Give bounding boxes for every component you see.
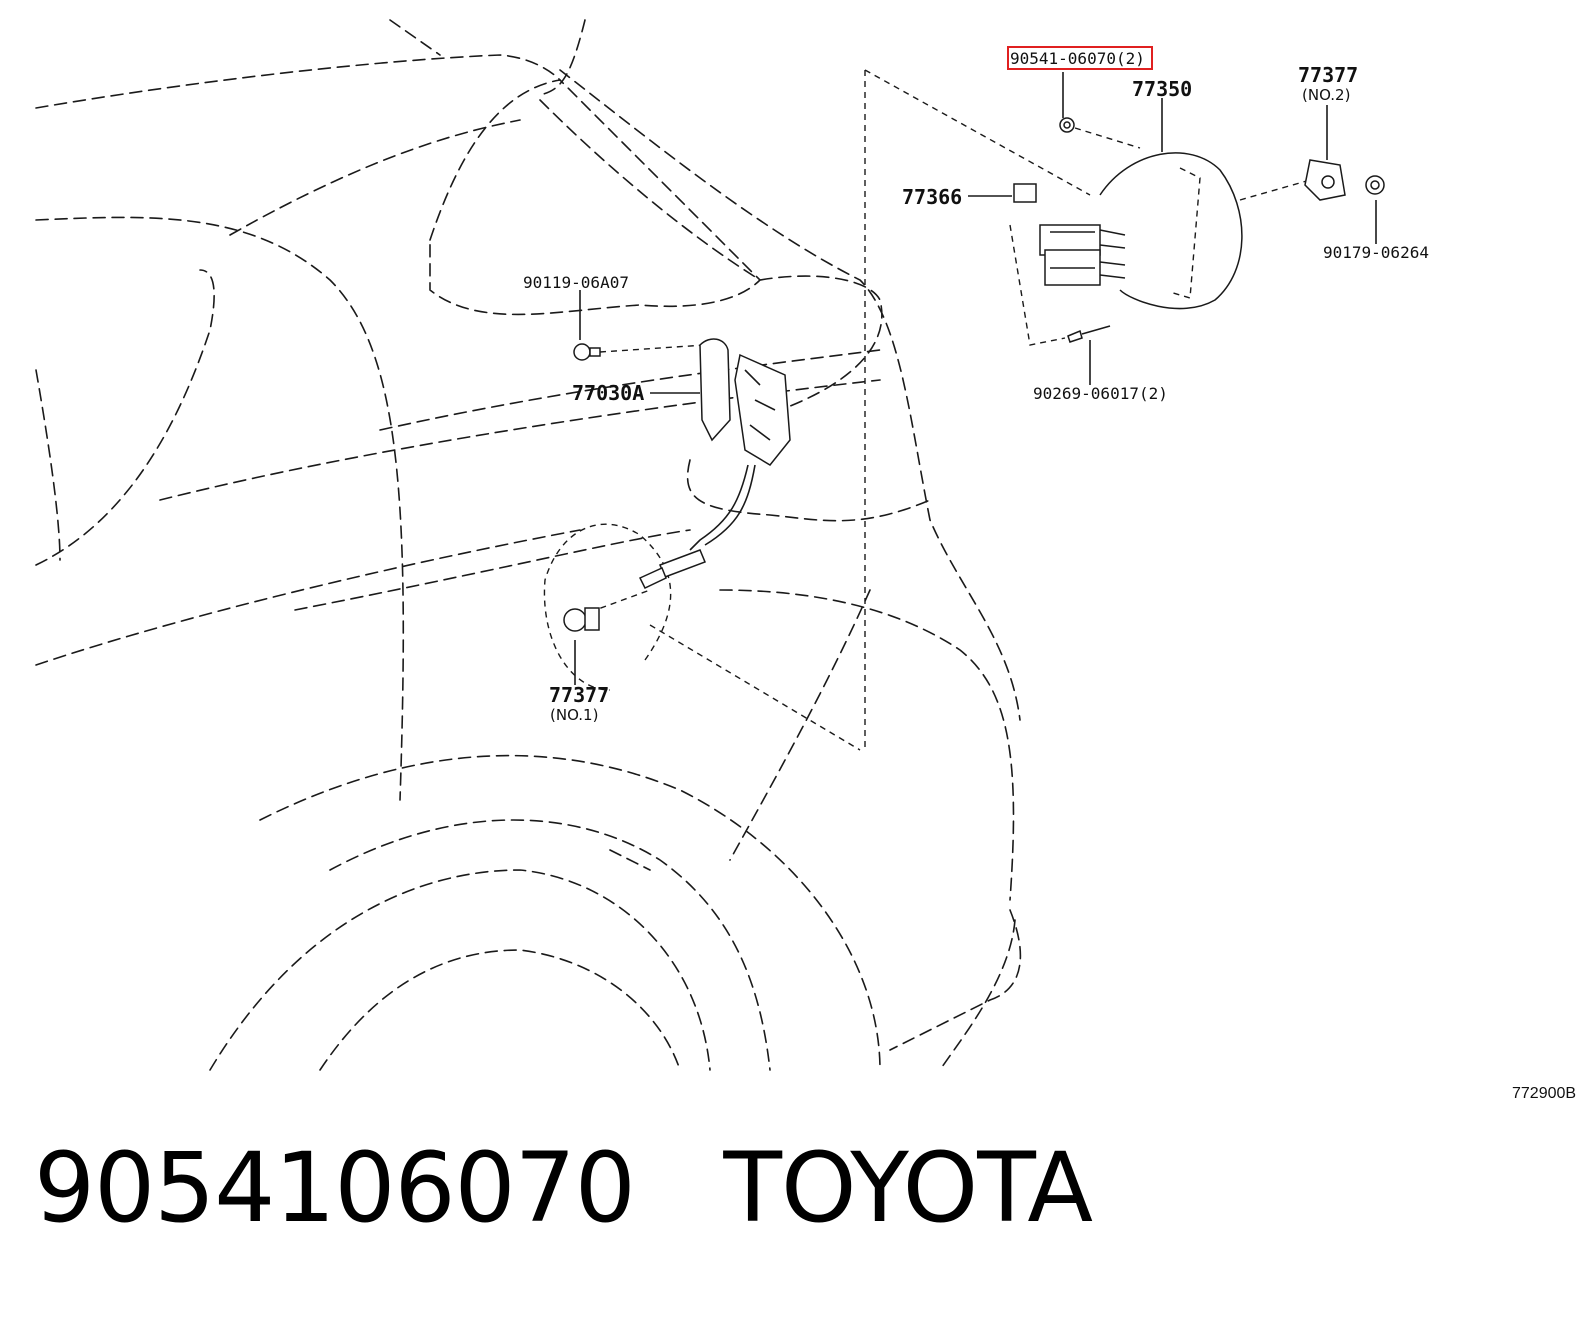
nut-90179 (1365, 175, 1385, 195)
label-77350: 77350 (1132, 77, 1192, 101)
reference-code: 772900B (1512, 1085, 1576, 1100)
parts-diagram: 90541-06070(2) 77350 77377 (NO.2) 77366 … (35, 19, 1576, 1100)
opener-lever-77030a (689, 338, 791, 551)
label-leaders (574, 72, 1377, 685)
highlight-box (1007, 46, 1153, 70)
car-body-outline (35, 19, 1022, 1071)
housing-77377-no2 (1304, 159, 1346, 201)
label-90179-06264: 90179-06264 (1323, 243, 1429, 262)
caption-brand: TOYOTA (723, 1132, 1093, 1244)
label-90269-06017: 90269-06017(2) (1033, 384, 1168, 403)
fuel-lid-77350 (1099, 152, 1243, 310)
clip-77366 (1013, 183, 1037, 203)
housing-77377-no1 (563, 607, 600, 632)
label-77030a: 77030A (572, 381, 644, 405)
bolt-90541 (1059, 117, 1075, 133)
caption: 9054106070 TOYOTA (34, 1140, 1093, 1236)
hinge-assembly (1039, 224, 1126, 286)
label-77377-no1-sub: (NO.1) (550, 706, 598, 724)
label-77366: 77366 (902, 185, 962, 209)
rivet-90269 (1067, 325, 1111, 343)
cable-end (638, 549, 706, 589)
label-77377-no2: 77377 (1298, 63, 1358, 87)
caption-part-number: 9054106070 (34, 1132, 636, 1244)
screw-90119 (573, 343, 601, 361)
label-77377-no2-sub: (NO.2) (1302, 86, 1350, 104)
label-77377-no1: 77377 (549, 683, 609, 707)
leader-lines (543, 69, 1311, 751)
label-90119-06a07: 90119-06A07 (523, 273, 629, 292)
label-90541-06070: 90541-06070(2) (1010, 49, 1145, 68)
